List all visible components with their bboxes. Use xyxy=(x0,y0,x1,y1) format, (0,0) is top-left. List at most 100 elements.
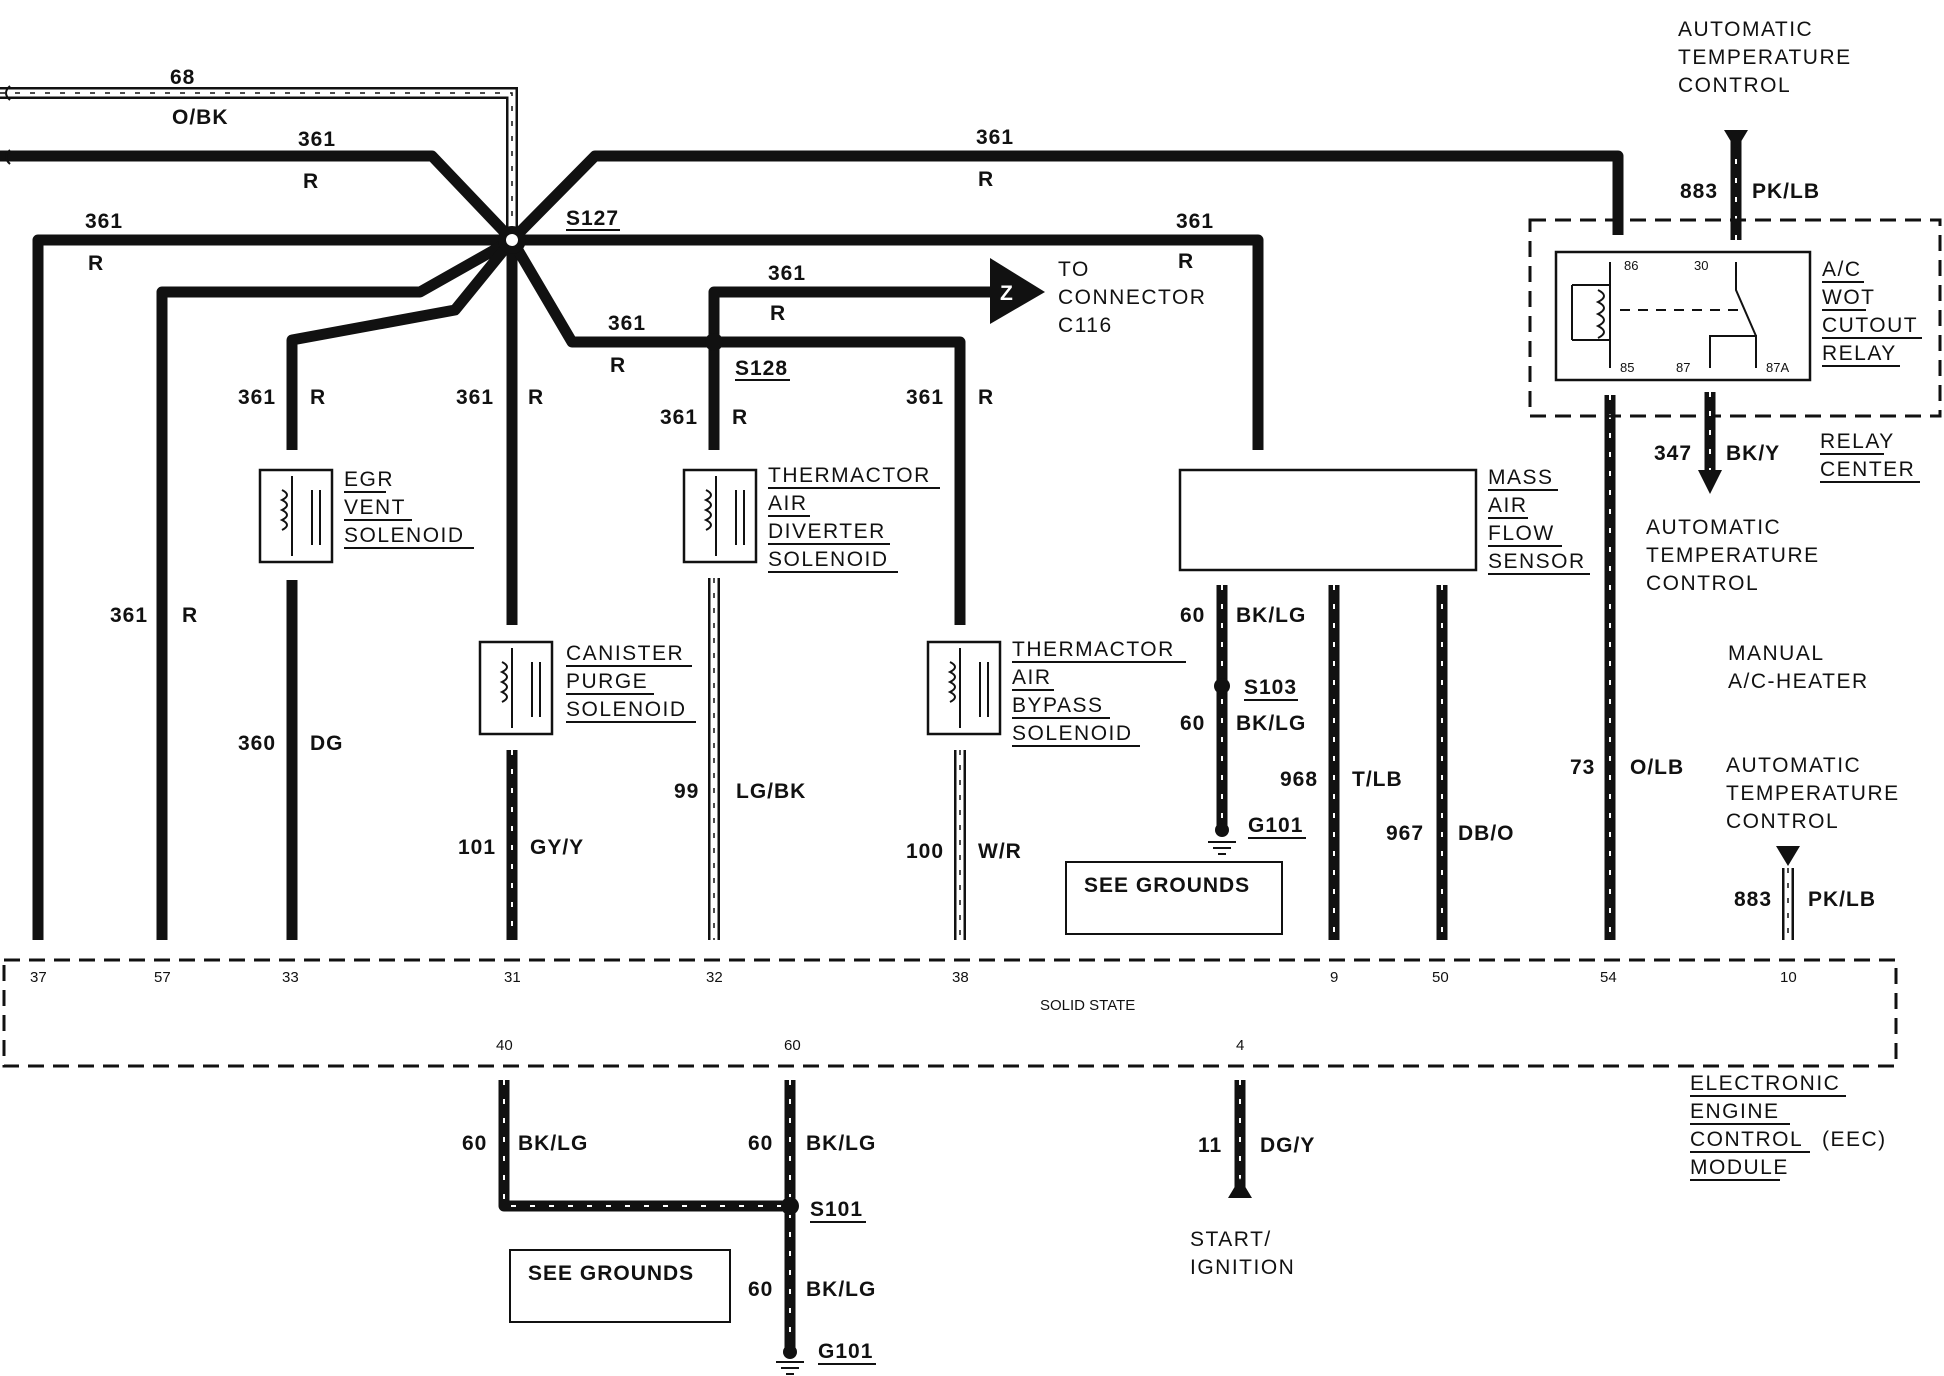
c60b: BK/LG xyxy=(1236,712,1306,735)
thermactor-air-diverter-solenoid xyxy=(682,468,758,564)
splice-s128-label: S128 xyxy=(735,357,788,380)
egr-label-2: VENT xyxy=(344,496,406,519)
see-grounds-box-b[interactable] xyxy=(509,1249,731,1323)
relay-center-1: RELAY xyxy=(1820,430,1895,453)
c347: BK/Y xyxy=(1726,442,1780,465)
wire-68-color: O/BK xyxy=(172,106,229,129)
maf-label-1: MASS xyxy=(1488,466,1554,489)
wire-361-main-harness xyxy=(0,150,1624,940)
splice-s128-dot xyxy=(705,333,723,351)
ground-g101-a-icon xyxy=(1208,823,1236,855)
relay-switch xyxy=(1735,262,1757,337)
c100: W/R xyxy=(978,840,1022,863)
w60c: 60 xyxy=(462,1132,487,1155)
w967: 967 xyxy=(1386,822,1424,845)
w347: 347 xyxy=(1654,442,1692,465)
label-361-a: 361 xyxy=(298,128,336,151)
to-connector-line3: C116 xyxy=(1058,314,1113,337)
label-r-a: R xyxy=(303,170,319,193)
wire-stripes xyxy=(511,395,1611,940)
pin30: 30 xyxy=(1694,258,1708,273)
label-r-c: R xyxy=(88,252,104,275)
atc-low-1: AUTOMATIC xyxy=(1726,754,1861,777)
atc-low-2: TEMPERATURE xyxy=(1726,782,1900,805)
egr-r: R xyxy=(310,386,326,409)
connector-883-arrow xyxy=(1724,130,1748,150)
relay-center-2: CENTER xyxy=(1820,458,1915,481)
see-grounds-b: SEE GROUNDS xyxy=(528,1262,694,1285)
splice-s101-label: S101 xyxy=(810,1198,863,1221)
bypass-label-4: SOLENOID xyxy=(1012,722,1133,745)
pin-54: 54 xyxy=(1600,969,1617,986)
canister-purge-solenoid xyxy=(478,640,554,736)
c101: GY/Y xyxy=(530,836,584,859)
w60b: 60 xyxy=(1180,712,1205,735)
pin87a: 87A xyxy=(1766,360,1789,375)
c11: DG/Y xyxy=(1260,1134,1315,1157)
diverter-361: 361 xyxy=(660,406,698,429)
w101: 101 xyxy=(458,836,496,859)
thermactor-air-bypass-solenoid xyxy=(926,640,1002,736)
pin-33: 33 xyxy=(282,969,299,986)
canister-label-2: PURGE xyxy=(566,670,648,693)
module-title: SOLID STATE xyxy=(1040,997,1135,1014)
atc-mid-3: CONTROL xyxy=(1646,572,1759,595)
pin-50: 50 xyxy=(1432,969,1449,986)
bypass-label-2: AIR xyxy=(1012,666,1052,689)
c883b: PK/LB xyxy=(1808,888,1876,911)
label-361-b: 361 xyxy=(976,126,1014,149)
relay-coil-winding xyxy=(1595,289,1605,339)
egr-label-1: EGR xyxy=(344,468,394,491)
relay-label-4: RELAY xyxy=(1822,342,1897,365)
mass-air-flow-sensor-box xyxy=(1178,468,1478,572)
c360: DG xyxy=(310,732,344,755)
pin-38: 38 xyxy=(952,969,969,986)
w60a: 60 xyxy=(1180,604,1205,627)
label-361-d: 361 xyxy=(1176,210,1214,233)
ac-wot-cutout-relay-box xyxy=(1554,250,1812,382)
wire-68-obk xyxy=(0,87,518,240)
atc-top-1: AUTOMATIC xyxy=(1678,18,1813,41)
to-connector-line2: CONNECTOR xyxy=(1058,286,1206,309)
w968: 968 xyxy=(1280,768,1318,791)
w100: 100 xyxy=(906,840,944,863)
eec-label-5: MODULE xyxy=(1690,1156,1789,1179)
label-r-f: R xyxy=(610,354,626,377)
pin-4: 4 xyxy=(1236,1037,1244,1054)
eec-label-2: ENGINE xyxy=(1690,1100,1780,1123)
label-r-d: R xyxy=(1178,250,1194,273)
pin86: 86 xyxy=(1624,258,1638,273)
atc-mid-2: TEMPERATURE xyxy=(1646,544,1820,567)
c967: DB/O xyxy=(1458,822,1515,845)
pin87: 87 xyxy=(1676,360,1690,375)
label-361-f: 361 xyxy=(608,312,646,335)
see-grounds-box-a[interactable] xyxy=(1065,861,1283,935)
atc-top-2: TEMPERATURE xyxy=(1678,46,1852,69)
c968: T/LB xyxy=(1352,768,1403,791)
w883b: 883 xyxy=(1734,888,1772,911)
start-label-2: IGNITION xyxy=(1190,1256,1295,1279)
diverter-label-2: AIR xyxy=(768,492,808,515)
splice-s101-dot xyxy=(781,1197,799,1215)
ground-g101-b-icon xyxy=(776,1345,804,1375)
splice-s103-dot xyxy=(1214,678,1230,694)
relay-label-3: CUTOUT xyxy=(1822,314,1918,337)
diverter-label-1: THERMACTOR xyxy=(768,464,931,487)
see-grounds-a: SEE GROUNDS xyxy=(1084,874,1250,897)
w60e: 60 xyxy=(748,1278,773,1301)
pin85: 85 xyxy=(1620,360,1634,375)
maf-label-3: FLOW xyxy=(1488,522,1555,545)
pin-10: 10 xyxy=(1780,969,1797,986)
diverter-label-4: SOLENOID xyxy=(768,548,889,571)
egr-vent-solenoid xyxy=(258,468,334,564)
splice-s103-label: S103 xyxy=(1244,676,1297,699)
egr-361: 361 xyxy=(238,386,276,409)
wire-break-mark xyxy=(5,85,11,101)
relay-coil xyxy=(1571,262,1611,368)
pin-57: 57 xyxy=(154,969,171,986)
left-361: 361 xyxy=(110,604,148,627)
canister-361: 361 xyxy=(456,386,494,409)
to-connector-line1: TO xyxy=(1058,258,1090,281)
connector-z-arrow xyxy=(990,258,1045,324)
eec-label-1: ELECTRONIC xyxy=(1690,1072,1840,1095)
